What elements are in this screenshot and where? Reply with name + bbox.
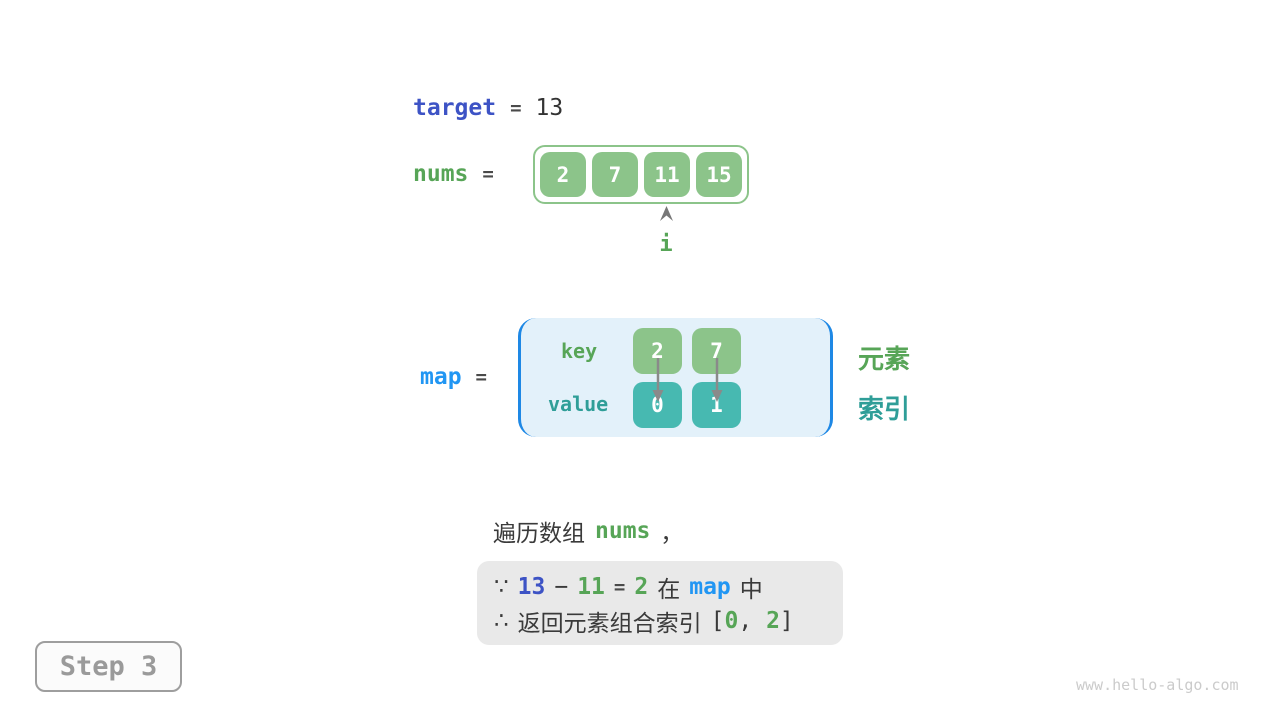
step-badge: Step 3 <box>35 641 182 692</box>
comma: , <box>738 608 767 634</box>
note-minus: − <box>554 574 569 600</box>
nums-cell: 7 <box>592 152 638 197</box>
index-annotation: 索引 <box>858 395 911 425</box>
target-value: 13 <box>535 95 564 121</box>
map-value-cell: 0 <box>633 382 682 428</box>
lbracket: [ <box>710 608 725 634</box>
nums-cell: 15 <box>696 152 742 197</box>
caption-prefix: 遍历数组 <box>493 521 585 547</box>
element-annotation: 元素 <box>858 345 911 375</box>
note-line-1: ∵ 13 − 11 = 2 在 map 中 <box>494 570 843 604</box>
map-value-cell: 1 <box>692 382 741 428</box>
note-equals: = <box>613 576 626 598</box>
target-label: target <box>413 95 497 121</box>
map-equals: = <box>475 366 487 388</box>
pointer-up-arrow-icon <box>660 206 673 221</box>
note-result: 2 <box>634 574 649 600</box>
map-label: map <box>420 364 462 390</box>
map-box: key value 2 7 0 1 <box>518 318 833 437</box>
watermark: www.hello-algo.com <box>1076 676 1239 694</box>
target-row: target = 13 <box>413 95 563 121</box>
caption-row: 遍历数组 nums ， <box>493 514 683 548</box>
therefore-symbol: ∴ <box>494 608 509 634</box>
note-return-text: 返回元素组合索引 <box>517 611 702 637</box>
note-index-pair: [ 0 , 2 ] <box>711 608 794 634</box>
note-term1: 13 <box>517 574 546 600</box>
note-index2: 2 <box>766 608 780 634</box>
rbracket: ] <box>779 608 794 634</box>
caption-suffix: ， <box>660 521 684 547</box>
caption-code: nums <box>595 518 651 544</box>
because-symbol: ∵ <box>494 574 509 600</box>
map-value-label: value <box>548 392 609 416</box>
nums-label: nums <box>413 161 469 187</box>
nums-label-row: nums = <box>413 161 494 187</box>
pointer-label: i <box>659 232 673 257</box>
target-equals: = <box>510 97 522 119</box>
note-in-suffix: 中 <box>739 577 763 603</box>
map-key-label: key <box>561 339 598 363</box>
nums-cell: 11 <box>644 152 690 197</box>
key-to-value-arrow-icon <box>652 358 664 402</box>
note-term2: 11 <box>577 574 605 600</box>
note-box: ∵ 13 − 11 = 2 在 map 中 ∴ 返回元素组合索引 [ 0 , 2… <box>477 561 843 645</box>
nums-array: 2 7 11 15 <box>533 145 749 204</box>
nums-equals: = <box>482 163 494 185</box>
note-index1: 0 <box>724 608 739 634</box>
nums-cell: 2 <box>540 152 586 197</box>
key-to-value-arrow-icon <box>711 358 723 402</box>
note-map-ref: map <box>689 574 731 600</box>
note-in-prefix: 在 <box>657 577 681 603</box>
note-line-2: ∴ 返回元素组合索引 [ 0 , 2 ] <box>494 604 843 638</box>
map-label-row: map = <box>420 364 487 390</box>
